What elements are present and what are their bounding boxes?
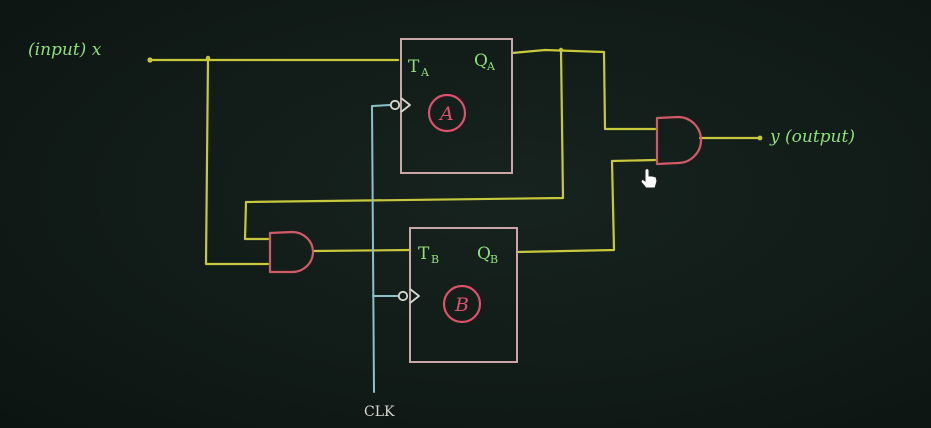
flipflop-a-input-sub: A bbox=[420, 66, 430, 79]
flipflop-b-output-sub: B bbox=[490, 253, 498, 266]
flipflop-b-clock-triangle bbox=[409, 288, 420, 304]
flipflop-a-clock-triangle bbox=[400, 97, 411, 113]
flipflop-a-clock-bubble bbox=[389, 99, 401, 111]
flipflop-b-box bbox=[409, 227, 518, 363]
flipflop-a-output-sub: A bbox=[486, 60, 496, 73]
input-x-wire bbox=[147, 55, 400, 266]
and-b-output-wire bbox=[312, 248, 412, 253]
output-y-wire bbox=[698, 135, 763, 141]
input-x-label: (input) x bbox=[28, 40, 102, 60]
output-y-label: y (output) bbox=[769, 127, 855, 147]
flipflop-a-input-pin: T bbox=[408, 57, 420, 77]
flipflop-b-name: B bbox=[454, 294, 469, 316]
flipflop-a-output-pin: Q bbox=[474, 51, 488, 71]
qa-output-wire bbox=[243, 47, 657, 241]
clock-label: CLK bbox=[364, 404, 395, 420]
flipflop-b: T B Q B B bbox=[397, 227, 518, 363]
flipflop-b-clock-bubble bbox=[397, 290, 409, 302]
flipflop-b-input-sub: B bbox=[431, 253, 439, 266]
flipflop-a-name-circle bbox=[427, 93, 467, 133]
clock-wire bbox=[371, 104, 399, 393]
flipflop-b-input-pin: T bbox=[418, 244, 430, 264]
flipflop-b-output-pin: Q bbox=[477, 244, 491, 264]
flipflop-a-name: A bbox=[438, 103, 454, 125]
flipflop-a: T A Q A A bbox=[389, 38, 513, 174]
qb-output-wire bbox=[515, 158, 657, 254]
mouse-cursor-icon bbox=[640, 168, 658, 189]
and-gate-tb bbox=[268, 230, 315, 274]
flipflop-a-box bbox=[400, 38, 513, 174]
flipflop-b-name-circle bbox=[442, 284, 482, 324]
and-gate-output bbox=[655, 115, 703, 166]
